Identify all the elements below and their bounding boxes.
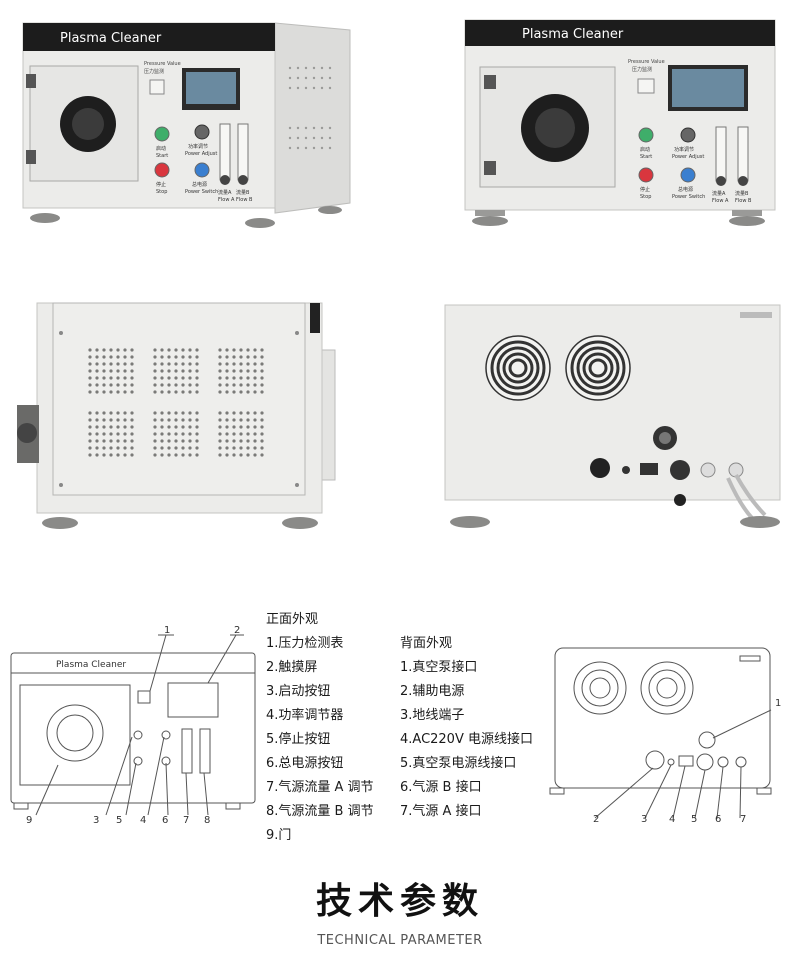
callout-2: 2: [234, 625, 240, 636]
power-adjust-en-2: Power Adjust: [672, 154, 704, 160]
stop-en-2: Stop: [640, 194, 651, 200]
front-list-item: 7.气源流量 A 调节: [266, 780, 374, 795]
back-list-item: 5.真空泵电源线接口: [400, 756, 517, 771]
flow-b-cn-2: 流量B: [735, 190, 749, 197]
power-adjust-en: Power Adjust: [185, 151, 217, 157]
photo-side: [15, 295, 345, 540]
photo-back: [440, 300, 785, 545]
front-diagram: Plasma Cleaner 1 2 3 5 4 6 7 8 9: [8, 625, 260, 825]
back-list-item: 3.地线端子: [400, 708, 465, 723]
back-list-title: 背面外观: [400, 636, 453, 651]
section-title: 技术参数: [315, 881, 484, 922]
front-list-item: 6.总电源按钮: [266, 756, 344, 771]
back-callout-7: 7: [740, 814, 746, 825]
pressure-label-en: Pressure Value: [144, 61, 181, 67]
back-list-item: 1.真空泵接口: [400, 660, 478, 675]
back-callout-1: 1: [775, 698, 781, 709]
power-switch-cn-2: 总电源: [678, 186, 693, 193]
brand-label-2: Plasma Cleaner: [522, 27, 624, 42]
start-cn-2: 启动: [640, 146, 650, 153]
flow-a-en-2: Flow A: [712, 198, 729, 204]
front-list-item: 9.门: [266, 828, 292, 843]
power-switch-en-2: Power Switch: [672, 194, 705, 200]
back-callout-2: 2: [593, 814, 599, 825]
callout-8: 8: [204, 815, 210, 825]
back-list-item: 6.气源 B 接口: [400, 780, 482, 795]
photo-front-straight: Plasma Cleaner Pressure Value 压力监测 启动 St…: [460, 15, 780, 245]
front-parts-list: 正面外观 1.压力检测表 2.触摸屏 3.启动按钮 4.功率调节器 5.停止按钮…: [266, 608, 374, 848]
start-cn: 启动: [156, 145, 166, 152]
back-callout-4: 4: [669, 814, 675, 825]
back-callout-5: 5: [691, 814, 697, 825]
power-switch-cn: 总电源: [192, 181, 207, 188]
back-callout-6: 6: [715, 814, 721, 825]
back-list-item: 7.气源 A 接口: [400, 804, 482, 819]
front-list-item: 2.触摸屏: [266, 660, 318, 675]
callout-4: 4: [140, 815, 146, 825]
diagram-brand: Plasma Cleaner: [56, 660, 126, 670]
stop-cn: 停止: [156, 181, 166, 188]
back-parts-list: 背面外观 1.真空泵接口 2.辅助电源 3.地线端子 4.AC220V 电源线接…: [400, 632, 533, 824]
back-diagram: 1 2 3 4 5 6 7: [545, 640, 785, 830]
front-list-title: 正面外观: [266, 612, 319, 627]
callout-7: 7: [183, 815, 189, 825]
flow-a-en: Flow A: [218, 197, 235, 203]
callout-5: 5: [116, 815, 122, 825]
section-subtitle: TECHNICAL PARAMETER: [317, 933, 483, 948]
power-adjust-cn-2: 功率调节: [674, 146, 694, 153]
pressure-label-cn-2: 压力监测: [632, 66, 652, 73]
stop-en: Stop: [156, 189, 167, 195]
power-adjust-cn: 功率调节: [188, 143, 208, 150]
flow-a-cn-2: 流量A: [712, 190, 726, 197]
pressure-label-cn: 压力监测: [144, 68, 164, 75]
front-list-item: 8.气源流量 B 调节: [266, 804, 374, 819]
start-en: Start: [156, 153, 168, 159]
front-list-item: 5.停止按钮: [266, 732, 331, 747]
flow-a-cn: 流量A: [218, 189, 232, 196]
flow-b-en: Flow B: [236, 197, 253, 203]
flow-b-en-2: Flow B: [735, 198, 752, 204]
back-callout-3: 3: [641, 814, 647, 825]
front-list-item: 3.启动按钮: [266, 684, 331, 699]
back-list-item: 4.AC220V 电源线接口: [400, 732, 533, 747]
callout-6: 6: [162, 815, 168, 825]
pressure-label-en-2: Pressure Value: [628, 59, 665, 65]
callout-9: 9: [26, 815, 32, 825]
callout-3: 3: [93, 815, 99, 825]
brand-label: Plasma Cleaner: [60, 31, 162, 46]
front-list-item: 4.功率调节器: [266, 708, 344, 723]
callout-1: 1: [164, 625, 170, 636]
power-switch-en: Power Switch: [185, 189, 218, 195]
flow-b-cn: 流量B: [236, 189, 250, 196]
back-list-item: 2.辅助电源: [400, 684, 465, 699]
stop-cn-2: 停止: [640, 186, 650, 193]
photo-front-left: Plasma Cleaner Pressure Value 压力监测 启动 St…: [20, 18, 360, 233]
front-list-item: 1.压力检测表: [266, 636, 344, 651]
start-en-2: Start: [640, 154, 652, 160]
